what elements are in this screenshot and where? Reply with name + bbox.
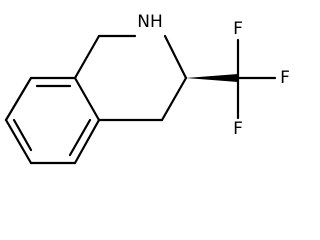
ring-bond [160,76,188,122]
ring-bond [73,34,101,80]
molecule-structure-diagram: NH F F F [4,12,290,165]
ring-bond [4,118,33,165]
atom-label-f-bottom: F [233,119,243,139]
atom-label-f-top: F [233,19,243,39]
ring-bond [73,76,101,122]
ring-bond [73,118,101,165]
stereo-wedge-bond [186,74,238,82]
aromatic-inner-bond [12,118,33,152]
ring-bond [163,34,188,80]
ring-bond [4,76,33,122]
atom-label-nh: NH [137,12,163,32]
aromatic-inner-bond [68,118,92,157]
atom-label-f-right: F [280,68,290,88]
